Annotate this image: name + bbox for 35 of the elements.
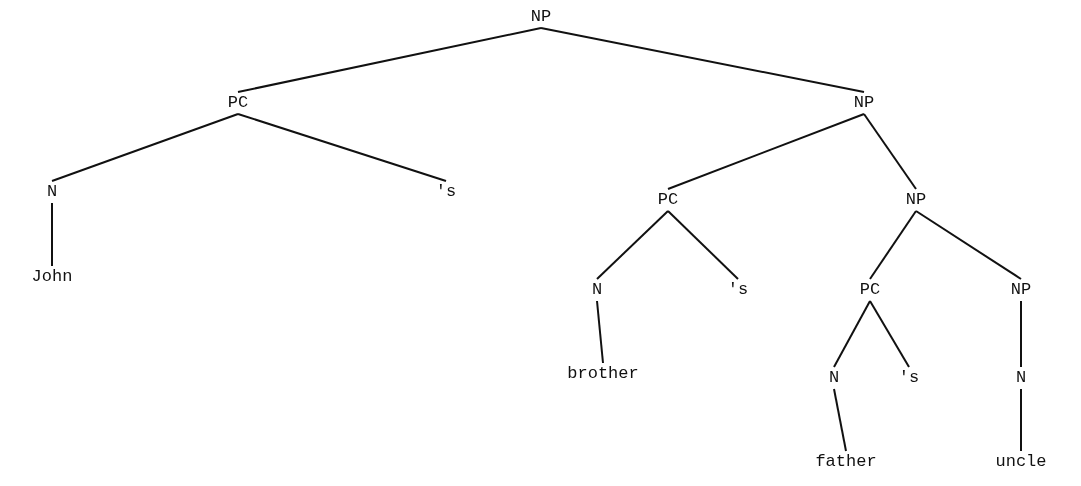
tree-branch (863, 113, 917, 190)
tree-branch (667, 113, 865, 190)
tree-branch (596, 210, 669, 280)
tree-branch (237, 27, 542, 93)
tree-branch (540, 27, 865, 93)
tree-label: N (827, 368, 841, 388)
tree-branch (1020, 388, 1022, 452)
tree-label: brother (566, 364, 640, 384)
tree-label: PC (858, 280, 882, 300)
tree-label: NP (904, 190, 928, 210)
tree-branch (915, 210, 1022, 280)
tree-label: N (45, 182, 59, 202)
tree-branch (596, 300, 604, 364)
tree-label: NP (1009, 280, 1033, 300)
tree-branch (869, 300, 910, 368)
tree-label: 's (434, 182, 458, 202)
tree-label: John (30, 267, 74, 287)
tree-branch (1020, 300, 1022, 368)
tree-label: N (1014, 368, 1028, 388)
tree-label: PC (226, 93, 250, 113)
tree-label: PC (656, 190, 680, 210)
tree-branch (869, 210, 917, 280)
tree-label: NP (852, 93, 876, 113)
tree-branch (833, 388, 847, 452)
tree-branch (237, 113, 447, 182)
tree-label: father (814, 452, 878, 472)
tree-branch (51, 113, 239, 182)
tree-label: 's (726, 280, 750, 300)
tree-label: 's (897, 368, 921, 388)
tree-label: NP (529, 7, 553, 27)
tree-branch (51, 202, 53, 267)
tree-label: uncle (994, 452, 1048, 472)
tree-branch (667, 210, 739, 280)
tree-label: N (590, 280, 604, 300)
tree-branch (833, 300, 871, 368)
